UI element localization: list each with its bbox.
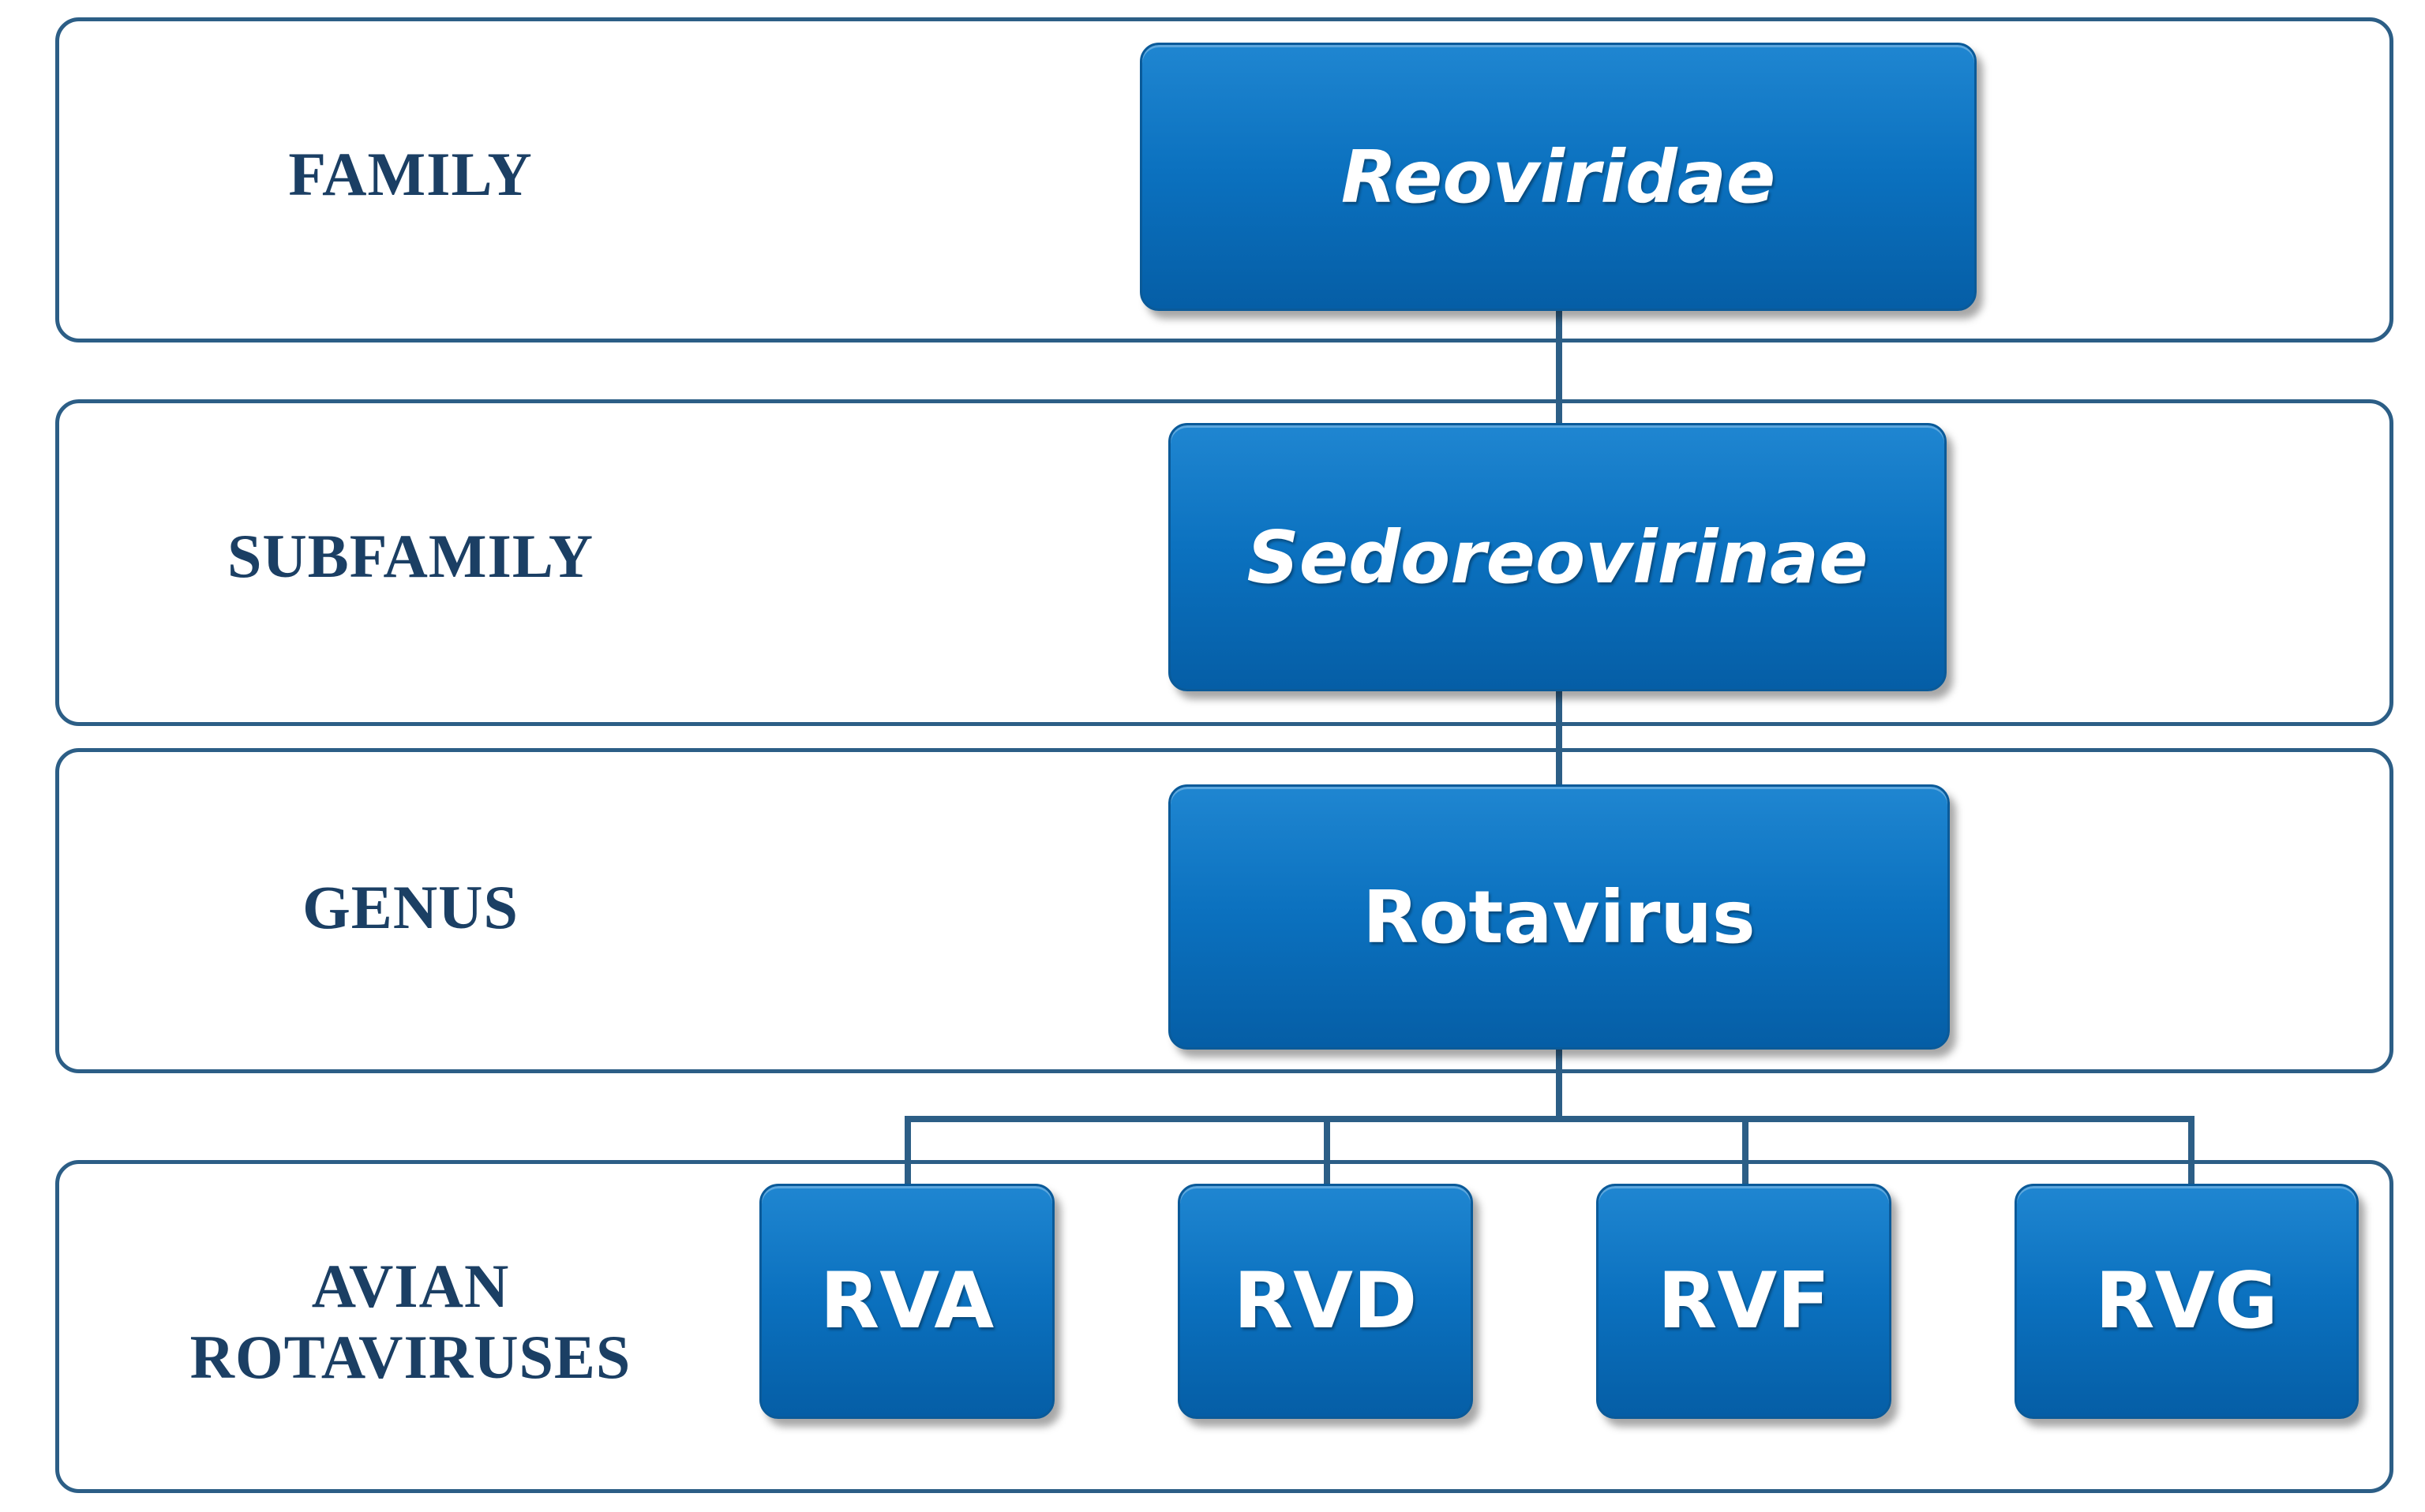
connector-subfamily-genus [1556, 691, 1562, 784]
node-species-rvg: RVG [2015, 1184, 2359, 1419]
row-label-genus: GENUS [302, 873, 519, 941]
node-genus-label: Rotavirus [1362, 874, 1756, 960]
node-species-rvg-label: RVG [2095, 1256, 2278, 1346]
connector-to-rvg [2188, 1116, 2194, 1187]
node-species-rvd: RVD [1178, 1184, 1473, 1419]
connector-genus-down [1556, 1050, 1562, 1121]
connector-family-subfamily [1556, 311, 1562, 423]
node-subfamily: Sedoreovirinae [1168, 423, 1947, 691]
node-species-rvf-label: RVF [1657, 1256, 1831, 1346]
node-species-rvd-label: RVD [1233, 1256, 1418, 1346]
row-label-subfamily: SUBFAMILY [227, 522, 594, 590]
node-species-rva-label: RVA [819, 1256, 995, 1346]
row-label-family: FAMILY [288, 140, 533, 208]
row-label-avian-rotaviruses: AVIAN ROTAVIRUSES [189, 1252, 632, 1391]
node-family-label: Reoviridae [1340, 134, 1776, 219]
node-genus: Rotavirus [1168, 784, 1950, 1050]
connector-to-rvf [1742, 1116, 1748, 1187]
node-species-rva: RVA [759, 1184, 1055, 1419]
connector-to-rvd [1324, 1116, 1330, 1187]
node-family: Reoviridae [1140, 43, 1977, 311]
connector-horizontal-bar [905, 1116, 2194, 1122]
node-species-rvf: RVF [1596, 1184, 1891, 1419]
connector-to-rva [905, 1116, 911, 1187]
node-subfamily-label: Sedoreovirinae [1246, 515, 1868, 600]
